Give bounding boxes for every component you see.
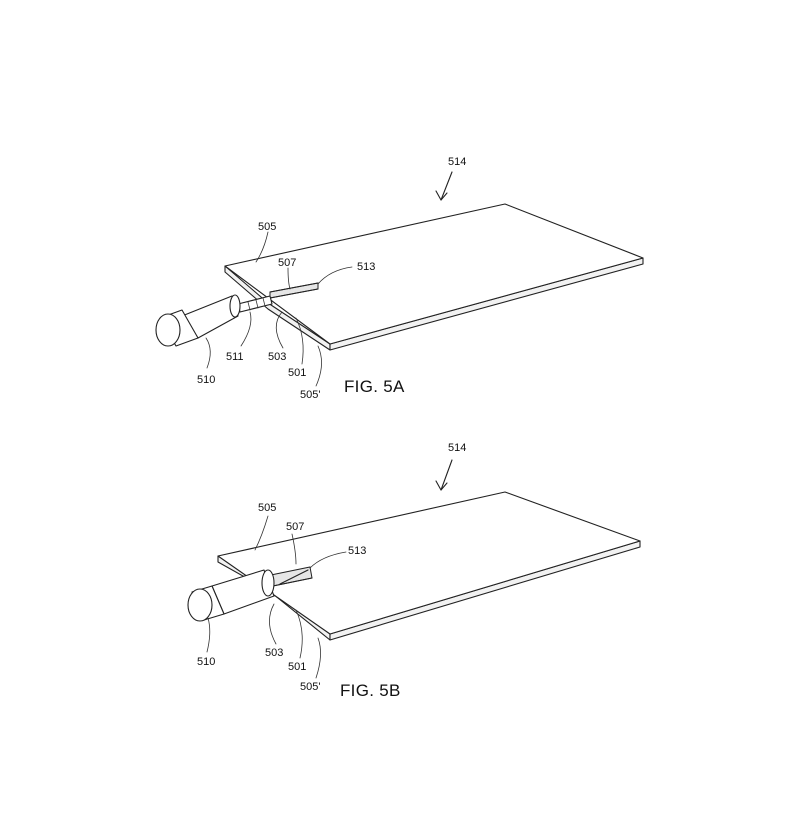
leaders-5a bbox=[205, 231, 353, 387]
label-513: 513 bbox=[357, 261, 375, 273]
label-505: 505 bbox=[258, 221, 276, 233]
label-501: 501 bbox=[288, 661, 306, 673]
label-510: 510 bbox=[197, 656, 215, 668]
label-507: 507 bbox=[286, 521, 304, 533]
label-503: 503 bbox=[265, 647, 283, 659]
label-505: 505 bbox=[258, 502, 276, 514]
label-514: 514 bbox=[448, 156, 466, 168]
plug-5b bbox=[187, 569, 275, 622]
figure-caption-5a: FIG. 5A bbox=[344, 377, 405, 396]
plate-5b bbox=[217, 491, 641, 641]
arrow-514-5a bbox=[435, 171, 453, 201]
figure-5b: 514 505 507 513 510 503 501 505' FIG. 5B bbox=[187, 442, 641, 700]
label-505-prime: 505' bbox=[300, 389, 320, 401]
label-501: 501 bbox=[288, 367, 306, 379]
label-503: 503 bbox=[268, 351, 286, 363]
plate-5a bbox=[224, 203, 644, 351]
label-510: 510 bbox=[197, 374, 215, 386]
label-507: 507 bbox=[278, 257, 296, 269]
label-511: 511 bbox=[226, 351, 244, 363]
plug-5a bbox=[155, 294, 273, 347]
arrow-514-5b bbox=[435, 459, 453, 491]
label-513: 513 bbox=[348, 545, 366, 557]
leaders-5b bbox=[206, 515, 347, 679]
slot-5b bbox=[265, 566, 313, 588]
label-514: 514 bbox=[448, 442, 466, 454]
figure-5a: 514 505 507 513 510 511 503 501 505' FIG… bbox=[155, 156, 644, 401]
label-505-prime: 505' bbox=[300, 681, 320, 693]
figure-caption-5b: FIG. 5B bbox=[340, 681, 401, 700]
